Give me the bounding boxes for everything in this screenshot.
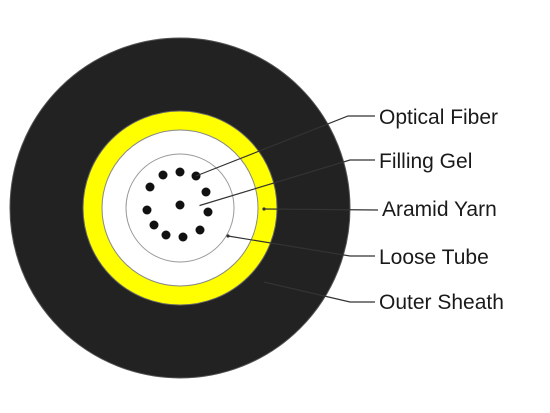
- label-loose-tube: Loose Tube: [379, 246, 489, 269]
- fiber-group: [142, 167, 213, 242]
- fiber: [175, 167, 185, 177]
- fiber: [149, 220, 159, 230]
- label-aramid-yarn: Aramid Yarn: [382, 198, 497, 221]
- fiber: [195, 225, 205, 235]
- fiber: [201, 187, 211, 197]
- leader-filling-gel: [197, 159, 375, 207]
- leader-lines: [195, 115, 379, 303]
- leader-optical-fiber: [195, 115, 375, 177]
- fiber: [203, 207, 213, 217]
- label-outer-sheath: Outer Sheath: [379, 291, 504, 314]
- fiber: [161, 230, 171, 240]
- fiber: [145, 182, 155, 192]
- fiber: [178, 232, 188, 242]
- fiber: [175, 200, 185, 210]
- leader-outer-sheath: [263, 281, 375, 303]
- leader-aramid-yarn: [263, 208, 379, 211]
- leader-loose-tube: [227, 235, 375, 257]
- fiber: [158, 170, 168, 180]
- loose-tube-pointer: [226, 234, 230, 238]
- filling-gel-pointer: [196, 204, 200, 208]
- label-filling-gel: Filling Gel: [379, 150, 473, 173]
- label-optical-fiber: Optical Fiber: [379, 106, 499, 129]
- fiber: [142, 205, 152, 215]
- aramid-yarn-pointer: [262, 207, 266, 211]
